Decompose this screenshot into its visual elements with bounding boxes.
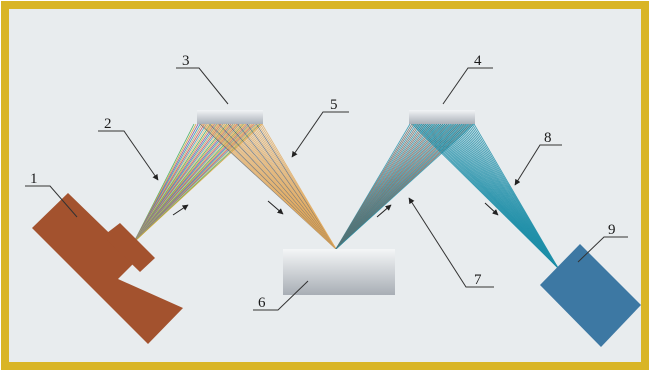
direction-arrow — [376, 204, 392, 218]
part-label-3: 3 — [182, 53, 190, 69]
light-source-1-nozzle — [103, 223, 155, 272]
leader-line-7 — [408, 197, 494, 288]
direction-arrow — [267, 200, 284, 215]
leader-line-6 — [253, 280, 309, 311]
output-beam — [411, 123, 559, 269]
part-label-5: 5 — [330, 97, 338, 113]
mirror-4 — [409, 110, 475, 124]
part-label-6: 6 — [258, 295, 266, 311]
detector-9 — [540, 244, 641, 347]
leader-line-5 — [291, 111, 349, 158]
leader-line-4 — [442, 67, 493, 105]
part-label-2: 2 — [104, 116, 112, 132]
leader-line-8 — [514, 144, 562, 186]
label-group — [25, 67, 628, 311]
direction-arrow — [172, 204, 189, 216]
light-source-1 — [32, 193, 183, 344]
sample-block-6 — [283, 249, 395, 295]
output-ray — [473, 123, 559, 269]
reflected-beam — [199, 123, 337, 250]
leader-line-2 — [98, 130, 159, 181]
part-label-8: 8 — [544, 130, 552, 146]
leader-line-3 — [176, 67, 229, 105]
part-label-7: 7 — [474, 272, 482, 288]
leader-line-1 — [25, 185, 78, 218]
part-label-9: 9 — [608, 222, 616, 238]
leader-line-9 — [577, 236, 628, 263]
reflected-ray — [261, 123, 337, 250]
part-label-4: 4 — [474, 53, 482, 69]
direction-arrow — [484, 202, 499, 216]
mirror-3 — [197, 110, 263, 124]
part-label-1: 1 — [30, 171, 38, 187]
